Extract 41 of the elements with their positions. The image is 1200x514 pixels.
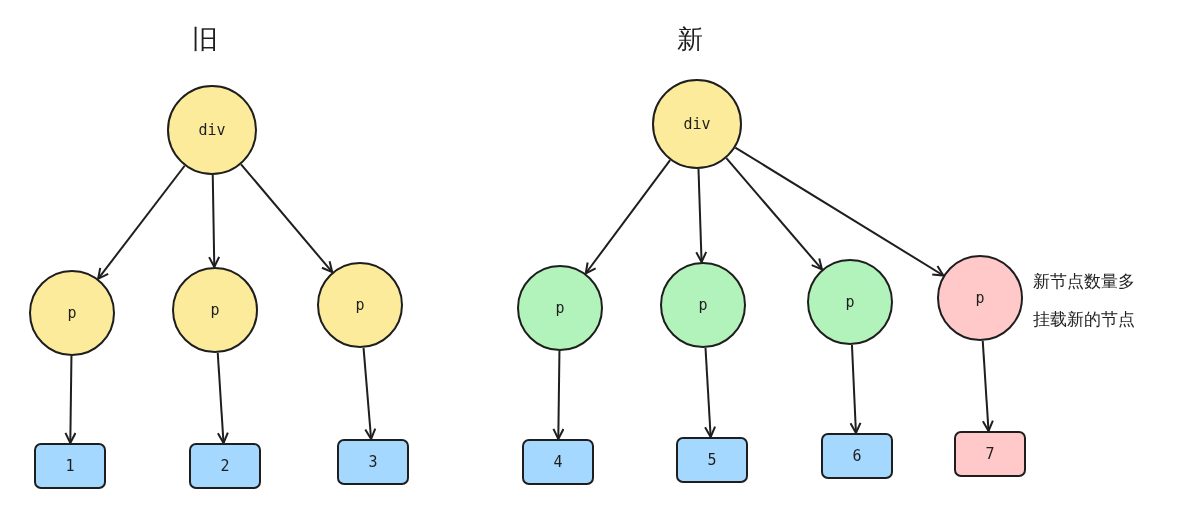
node-label: p [67,304,77,322]
arrow [584,159,672,275]
node-label: 4 [553,453,563,471]
box-node [337,439,409,485]
heading-label: 新 [677,23,703,56]
note-text: 挂载新的节点 [1033,308,1135,331]
arrow [734,146,945,277]
node-label: div [198,121,226,139]
arrow [240,163,334,274]
node-label: 5 [707,451,717,469]
node-label: p [355,296,365,314]
node-label: 6 [852,447,862,465]
box-node [189,443,261,489]
box-node [522,439,594,485]
arrow [64,355,77,444]
node-label: p [845,293,855,311]
box-node [676,437,748,483]
node-label: div [683,115,711,133]
arrow [552,350,565,440]
arrow [208,174,221,268]
arrow [362,346,377,440]
arrow [981,339,994,432]
node-label: p [975,289,985,307]
arrow [725,157,823,271]
arrow [704,346,717,438]
node-label: 1 [65,457,75,475]
node-label: 2 [220,457,230,475]
node-label: 7 [985,445,995,463]
note-text: 新节点数量多 [1033,270,1135,293]
node-label: 3 [368,453,378,471]
arrow [695,168,708,263]
box-node [954,431,1026,477]
arrow [216,351,229,444]
node-label: p [698,296,708,314]
box-node [34,443,106,489]
heading-label: 旧 [192,23,218,56]
box-node [821,433,893,479]
arrow [849,343,862,434]
arrow [97,164,186,280]
node-label: p [555,299,565,317]
node-label: p [210,301,220,319]
